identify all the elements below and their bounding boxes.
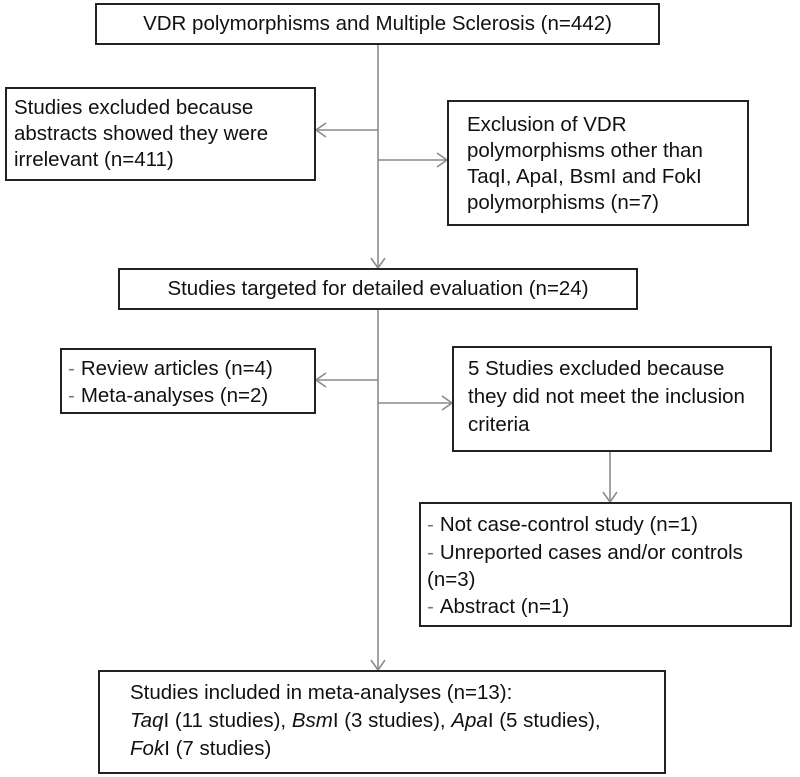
excluded-criteria-line-3: criteria [468, 413, 530, 436]
excluded-polymorphisms-line-3: TaqI, ApaI, BsmI and FokI [467, 165, 702, 188]
dash-glyph: - [427, 541, 434, 564]
excluded-polymorphisms-line-4: polymorphisms (n=7) [467, 191, 659, 214]
excluded-criteria-line-2: they did not meet the inclusion [468, 385, 745, 408]
excluded-abstracts-line-2: abstracts showed they were [14, 122, 269, 145]
included-line-3: FokI (7 studies) [130, 736, 271, 762]
reason-item-3: (n=3) [427, 568, 476, 591]
reason-item-4-label: Abstract (n=1) [439, 595, 570, 618]
top-box-text: VDR polymorphisms and Multiple Sclerosis… [143, 12, 612, 35]
taqi-name: Taq [130, 709, 164, 732]
reviews-item-2: -Meta-analyses (n=2) [68, 383, 268, 409]
apai-count: I (5 studies), [487, 709, 601, 732]
dash-glyph: - [68, 357, 75, 380]
reviews-item-1: -Review articles (n=4) [68, 356, 273, 382]
reason-item-2: -Unreported cases and/or controls [427, 540, 743, 566]
taqi-count: I (11 studies), [163, 709, 292, 732]
reason-item-1: -Not case-control study (n=1) [427, 512, 698, 538]
arrowhead-reviews [314, 372, 327, 388]
dash-glyph: - [427, 595, 434, 618]
included-title: Studies included in meta-analyses (n=13)… [130, 681, 513, 704]
included-box: Studies included in meta-analyses (n=13)… [98, 670, 666, 774]
foki-name: Fok [130, 737, 165, 760]
reviews-item-2-label: Meta-analyses (n=2) [80, 384, 269, 407]
reviews-box: -Review articles (n=4) -Meta-analyses (n… [60, 348, 316, 414]
top-box: VDR polymorphisms and Multiple Sclerosis… [95, 3, 660, 45]
bsmi-name: Bsm [291, 709, 333, 732]
excluded-abstracts-box: Studies excluded because abstracts showe… [5, 87, 316, 181]
excluded-polymorphisms-line-1: Exclusion of VDR [467, 113, 627, 136]
arrowhead-excluded-abstracts [314, 122, 327, 138]
reason-item-4: -Abstract (n=1) [427, 594, 569, 620]
exclusion-reasons-box: -Not case-control study (n=1) -Unreporte… [419, 502, 792, 627]
foki-count: I (7 studies) [164, 737, 272, 760]
excluded-polymorphisms-line-2: polymorphisms other than [467, 139, 703, 162]
reviews-item-1-label: Review articles (n=4) [80, 357, 273, 380]
apai-name: Apa [451, 709, 488, 732]
reason-item-1-label: Not case-control study (n=1) [439, 513, 698, 536]
reason-item-2-label: Unreported cases and/or controls [439, 541, 743, 564]
excluded-criteria-line-1: 5 Studies excluded because [468, 357, 725, 380]
included-line-2: TaqI (11 studies), BsmI (3 studies), Apa… [130, 708, 601, 734]
excluded-abstracts-line-3: irrelevant (n=411) [14, 148, 174, 171]
bsmi-count: I (3 studies), [332, 709, 452, 732]
dash-glyph: - [427, 513, 434, 536]
excluded-polymorphisms-box: Exclusion of VDR polymorphisms other tha… [447, 100, 749, 226]
dash-glyph: - [68, 384, 75, 407]
excluded-criteria-box: 5 Studies excluded because they did not … [452, 346, 772, 452]
targeted-box: Studies targeted for detailed evaluation… [118, 268, 638, 310]
excluded-abstracts-line-1: Studies excluded because [14, 96, 254, 119]
targeted-box-text: Studies targeted for detailed evaluation… [167, 277, 589, 300]
